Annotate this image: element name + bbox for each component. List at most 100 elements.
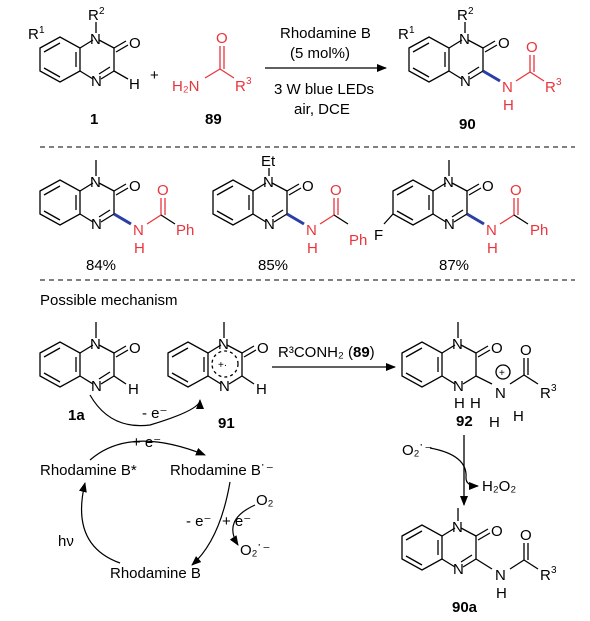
- example-3-acyl: Ph: [530, 222, 548, 239]
- compound-1-n1: N: [90, 31, 101, 48]
- compound-91-label: 91: [218, 415, 235, 432]
- example-3-ring-substituent: F: [374, 227, 383, 244]
- example-3-nh-h: H: [487, 240, 498, 257]
- oxidation-superoxide: O₂˙⁻: [402, 442, 432, 459]
- example-1-amide-o: O: [157, 182, 169, 199]
- oxygen: O₂: [256, 492, 274, 509]
- compound-1a-label: 1a: [68, 407, 85, 424]
- example-3-amide: [499, 198, 519, 225]
- superoxide: O₂˙⁻: [240, 542, 270, 559]
- catalyst-radical-anion: Rhodamine B˙⁻: [170, 462, 274, 479]
- cat-minus-e: - e⁻: [186, 513, 211, 530]
- compound-92-amide-o: O: [520, 342, 532, 359]
- compound-90-r1: R: [398, 26, 409, 43]
- example-2-yield: 85%: [258, 257, 288, 274]
- compound-90-amide: [515, 55, 545, 82]
- example-2-acyl-bond: [333, 214, 349, 225]
- compound-90-new-bond: [482, 69, 501, 83]
- example-2-new-bond: [286, 212, 305, 226]
- example-1-structure: [39, 160, 129, 226]
- compound-90-n1: N: [459, 31, 470, 48]
- condition-line-1: 3 W blue LEDs: [274, 81, 374, 98]
- example-3-structure: [383, 160, 482, 226]
- set-plus-e: + e⁻: [132, 434, 161, 451]
- condition-line-2: air, DCE: [294, 101, 350, 118]
- compound-1: [39, 22, 129, 83]
- compound-90-nh-h: H: [503, 97, 514, 114]
- reagent-line-2: (5 mol%): [290, 45, 350, 62]
- example-3-acyl-bond: [513, 214, 529, 225]
- cat-plus-e: + e⁻: [222, 513, 251, 530]
- compound-89-label: 89: [205, 111, 222, 128]
- compound-90-o: O: [498, 35, 510, 52]
- example-2-nh-h: H: [307, 240, 318, 257]
- amide-reagent: R³CONH₂ (89): [278, 344, 375, 361]
- compound-92-label: 92: [456, 413, 473, 430]
- example-1-acyl-bond: [160, 214, 176, 225]
- compound-92-n4: N: [453, 378, 464, 395]
- compound-90a-nh-h: H: [496, 585, 507, 602]
- compound-1-r2-sup: 2: [99, 6, 105, 17]
- compound-89-o: O: [216, 30, 228, 47]
- example-1-amide: [146, 198, 166, 225]
- compound-92-nh2-h1: H: [489, 414, 500, 431]
- compound-1a: [39, 322, 129, 388]
- example-2-structure: [212, 168, 302, 226]
- compound-90a-amide-o: O: [520, 527, 532, 544]
- example-1-nh-n: N: [133, 222, 144, 239]
- example-2-n-substituent: Et: [261, 153, 276, 170]
- compound-1-r2: R: [88, 7, 99, 24]
- compound-92-n1: N: [452, 336, 463, 353]
- compound-90-label: 90: [459, 116, 476, 133]
- compound-91-o: O: [257, 340, 269, 357]
- mechanism-heading: Possible mechanism: [40, 292, 178, 309]
- compound-1a-n4: N: [91, 378, 102, 395]
- o2-reduction-arrow: [229, 504, 256, 546]
- plus-sign: +: [150, 67, 159, 84]
- compound-1-o: O: [129, 35, 141, 52]
- oxidation-h2o2: H₂O₂: [482, 478, 516, 495]
- compound-92-r3: R: [540, 385, 551, 402]
- compound-92-nh2-h2: H: [513, 408, 524, 425]
- compound-1-r1: R: [28, 26, 39, 43]
- compound-90a-nh-n: N: [495, 567, 506, 584]
- compound-91-radical-cation: +·: [218, 360, 227, 371]
- compound-92-o: O: [491, 340, 503, 357]
- example-3-n1: N: [443, 174, 454, 191]
- compound-1-label: 1: [90, 111, 98, 128]
- compound-90-r1-sup: 1: [409, 25, 415, 36]
- catalyst-excited: Rhodamine B*: [40, 462, 137, 479]
- reagent-line-1: Rhodamine B: [280, 25, 371, 42]
- compound-1-r1-sup: 1: [39, 25, 45, 36]
- compound-90a-r3: R: [540, 567, 551, 584]
- compound-90a-label: 90a: [452, 599, 478, 616]
- example-1-yield: 84%: [86, 257, 116, 274]
- set-arrow-cat-reduction: [89, 440, 206, 461]
- catalyst-ground: Rhodamine B: [110, 565, 201, 582]
- example-2-amide-o: O: [330, 182, 342, 199]
- set-minus-e: - e⁻: [142, 405, 167, 422]
- compound-1-n4: N: [91, 73, 102, 90]
- compound-90-n4: N: [460, 73, 471, 90]
- example-2-acyl: Ph: [349, 232, 367, 249]
- compound-89-nh2: H₂N: [172, 78, 200, 95]
- example-3-new-bond: [466, 212, 485, 226]
- compound-91-n1: N: [218, 336, 229, 353]
- compound-92-nh2-n: N: [495, 385, 506, 402]
- example-1-n1: N: [90, 174, 101, 191]
- set-arrow-1a-to-91: [89, 394, 204, 427]
- example-2-n4: N: [264, 216, 275, 233]
- compound-90-amide-o: O: [526, 39, 538, 56]
- oxidation-curved-arrow: [429, 447, 479, 490]
- compound-89-r3-sup: 3: [246, 76, 252, 87]
- example-1-o: O: [129, 178, 141, 195]
- example-3-nh-n: N: [486, 222, 497, 239]
- example-3-o: O: [482, 178, 494, 195]
- compound-91: [167, 322, 257, 388]
- compound-1a-o: O: [129, 340, 141, 357]
- catalyst-oxidation-arrow: [191, 481, 231, 566]
- compound-1a-n1: N: [90, 336, 101, 353]
- compound-90a: [401, 508, 539, 571]
- compound-91-h: H: [256, 381, 267, 398]
